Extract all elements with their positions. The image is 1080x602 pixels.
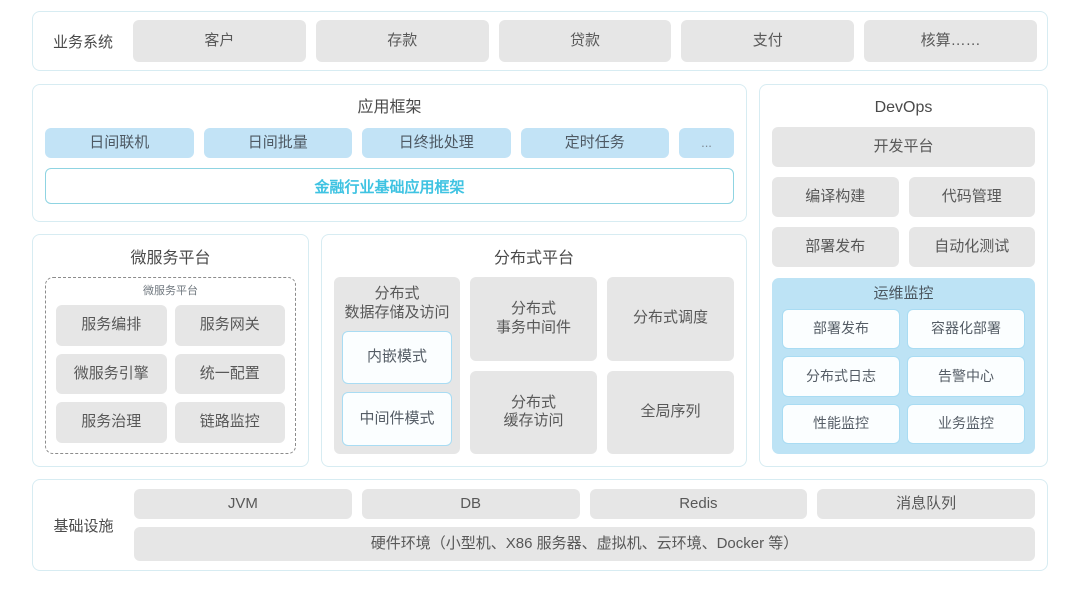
distributed-platform-panel: 分布式平台 分布式 数据存储及访问 内嵌模式 中间件模式 (321, 234, 747, 467)
business-systems-tiles: 客户 存款 贷款 支付 核算…… (133, 20, 1037, 62)
devops-automated-test[interactable]: 自动化测试 (908, 227, 1035, 267)
dist-tile-line2: 事务中间件 (495, 318, 571, 336)
microservice-platform-dashed-group: 微服务平台 服务编排 服务网关 微服务引擎 统一配置 服务治理 链路监控 (45, 277, 296, 454)
ms-unified-configuration[interactable]: 统一配置 (174, 353, 285, 395)
devops-row-build: 编译构建 代码管理 (772, 177, 1035, 217)
infrastructure-body: JVM DB Redis 消息队列 硬件环境（小型机、X86 服务器、虚拟机、云… (134, 489, 1035, 561)
mode-middleware[interactable]: 中间件模式 (342, 392, 452, 446)
distributed-platform-grid: 分布式 事务中间件 分布式调度 分布式 缓存访问 (470, 277, 734, 454)
distributed-data-storage-headline: 分布式 数据存储及访问 (342, 285, 452, 323)
microservice-platform-grid: 服务编排 服务网关 微服务引擎 统一配置 服务治理 链路监控 (56, 305, 285, 443)
dist-transaction-middleware[interactable]: 分布式 事务中间件 (470, 277, 597, 361)
devops-platform-row: 开发平台 (772, 127, 1035, 167)
mode-embedded[interactable]: 内嵌模式 (342, 330, 452, 385)
ops-containerized-deploy[interactable]: 容器化部署 (907, 309, 1025, 350)
business-system-accounting[interactable]: 核算…… (864, 20, 1037, 62)
devops-title: DevOps (874, 99, 933, 116)
ops-business-monitoring[interactable]: 业务监控 (907, 403, 1025, 444)
dist-scheduling[interactable]: 分布式调度 (607, 277, 734, 361)
devops-row-deploy: 部署发布 自动化测试 (772, 227, 1035, 267)
ms-microservice-engine[interactable]: 微服务引擎 (56, 353, 167, 395)
infrastructure-components: JVM DB Redis 消息队列 (134, 489, 1035, 519)
chip-end-of-day-batch[interactable]: 日终批处理 (362, 128, 511, 158)
distributed-data-storage-block[interactable]: 分布式 数据存储及访问 内嵌模式 中间件模式 (334, 277, 460, 454)
business-system-customer[interactable]: 客户 (133, 20, 306, 62)
business-system-deposit[interactable]: 存款 (315, 20, 489, 62)
ops-monitoring-grid: 部署发布 容器化部署 分布式日志 告警中心 性能监控 业务监控 (782, 309, 1025, 444)
ops-monitoring-block: 运维监控 部署发布 容器化部署 分布式日志 告警中心 性能监控 业务监控 (772, 278, 1035, 454)
dist-tile-line1: 分布式 (510, 300, 556, 317)
platform-column: 应用框架 日间联机 日间批量 日终批处理 定时任务 ... 金融行业基础应用框架… (32, 84, 747, 467)
ops-distributed-log[interactable]: 分布式日志 (782, 356, 900, 397)
distributed-platform-title: 分布式平台 (493, 250, 574, 267)
ops-deploy-release[interactable]: 部署发布 (782, 309, 900, 350)
middle-region: 应用框架 日间联机 日间批量 日终批处理 定时任务 ... 金融行业基础应用框架… (32, 84, 1048, 467)
ms-service-gateway[interactable]: 服务网关 (174, 305, 285, 346)
lower-platform-row: 微服务平台 微服务平台 服务编排 服务网关 微服务引擎 统一配置 服务治理 链路… (32, 234, 747, 467)
ms-service-governance[interactable]: 服务治理 (56, 402, 167, 443)
devops-column: DevOps 开发平台 编译构建 代码管理 部署发布 自动化测试 运维监控 部署… (759, 84, 1048, 467)
devops-compile-build[interactable]: 编译构建 (772, 177, 899, 217)
chip-daytime-online[interactable]: 日间联机 (45, 128, 194, 158)
application-framework-chips: 日间联机 日间批量 日终批处理 定时任务 ... (45, 128, 734, 158)
microservice-platform-sublabel: 微服务平台 (143, 285, 198, 297)
business-systems-panel: 业务系统 客户 存款 贷款 支付 核算…… (32, 11, 1048, 71)
ms-service-orchestration[interactable]: 服务编排 (56, 305, 167, 346)
business-system-payment[interactable]: 支付 (681, 20, 855, 62)
devops-code-management[interactable]: 代码管理 (908, 177, 1035, 217)
microservice-platform-panel: 微服务平台 微服务平台 服务编排 服务网关 微服务引擎 统一配置 服务治理 链路… (32, 234, 309, 467)
infra-message-queue[interactable]: 消息队列 (817, 489, 1035, 519)
microservice-platform-title: 微服务平台 (130, 250, 211, 267)
application-framework-panel: 应用框架 日间联机 日间批量 日终批处理 定时任务 ... 金融行业基础应用框架 (32, 84, 747, 222)
infra-redis[interactable]: Redis (589, 489, 808, 519)
application-framework-title: 应用框架 (357, 99, 422, 116)
headline-line1: 分布式 (374, 285, 420, 302)
distributed-platform-body: 分布式 数据存储及访问 内嵌模式 中间件模式 分布式 (334, 277, 734, 454)
ops-alert-center[interactable]: 告警中心 (907, 356, 1025, 397)
ms-link-monitoring[interactable]: 链路监控 (174, 402, 285, 443)
business-systems-label: 业务系统 (52, 33, 113, 51)
infra-hardware-environment[interactable]: 硬件环境（小型机、X86 服务器、虚拟机、云环境、Docker 等） (134, 527, 1035, 561)
infra-db[interactable]: DB (361, 489, 580, 519)
infrastructure-hardware-row: 硬件环境（小型机、X86 服务器、虚拟机、云环境、Docker 等） (134, 527, 1035, 561)
chip-more[interactable]: ... (679, 128, 734, 158)
dist-tile-line1: 分布式 (510, 393, 556, 411)
chip-daytime-batch[interactable]: 日间批量 (203, 128, 352, 158)
headline-line2: 数据存储及访问 (344, 303, 450, 321)
devops-deploy-release[interactable]: 部署发布 (772, 227, 899, 267)
infra-jvm[interactable]: JVM (134, 489, 352, 519)
dist-cache-access[interactable]: 分布式 缓存访问 (470, 370, 597, 454)
devops-panel: DevOps 开发平台 编译构建 代码管理 部署发布 自动化测试 运维监控 部署… (759, 84, 1048, 467)
infrastructure-label: 基础设施 (53, 517, 114, 535)
financial-foundation-framework-bar[interactable]: 金融行业基础应用框架 (45, 168, 734, 204)
dist-tile-line2: 缓存访问 (503, 412, 564, 430)
infrastructure-panel: 基础设施 JVM DB Redis 消息队列 硬件环境（小型机、X86 服务器、… (32, 479, 1048, 571)
chip-scheduled-task[interactable]: 定时任务 (520, 128, 669, 158)
storage-modes: 内嵌模式 中间件模式 (342, 330, 452, 446)
ops-monitoring-title: 运维监控 (873, 285, 934, 302)
ops-performance-monitoring[interactable]: 性能监控 (782, 403, 900, 444)
dist-global-sequence[interactable]: 全局序列 (607, 370, 734, 454)
business-system-loan[interactable]: 贷款 (498, 20, 672, 62)
devops-development-platform[interactable]: 开发平台 (772, 127, 1035, 167)
